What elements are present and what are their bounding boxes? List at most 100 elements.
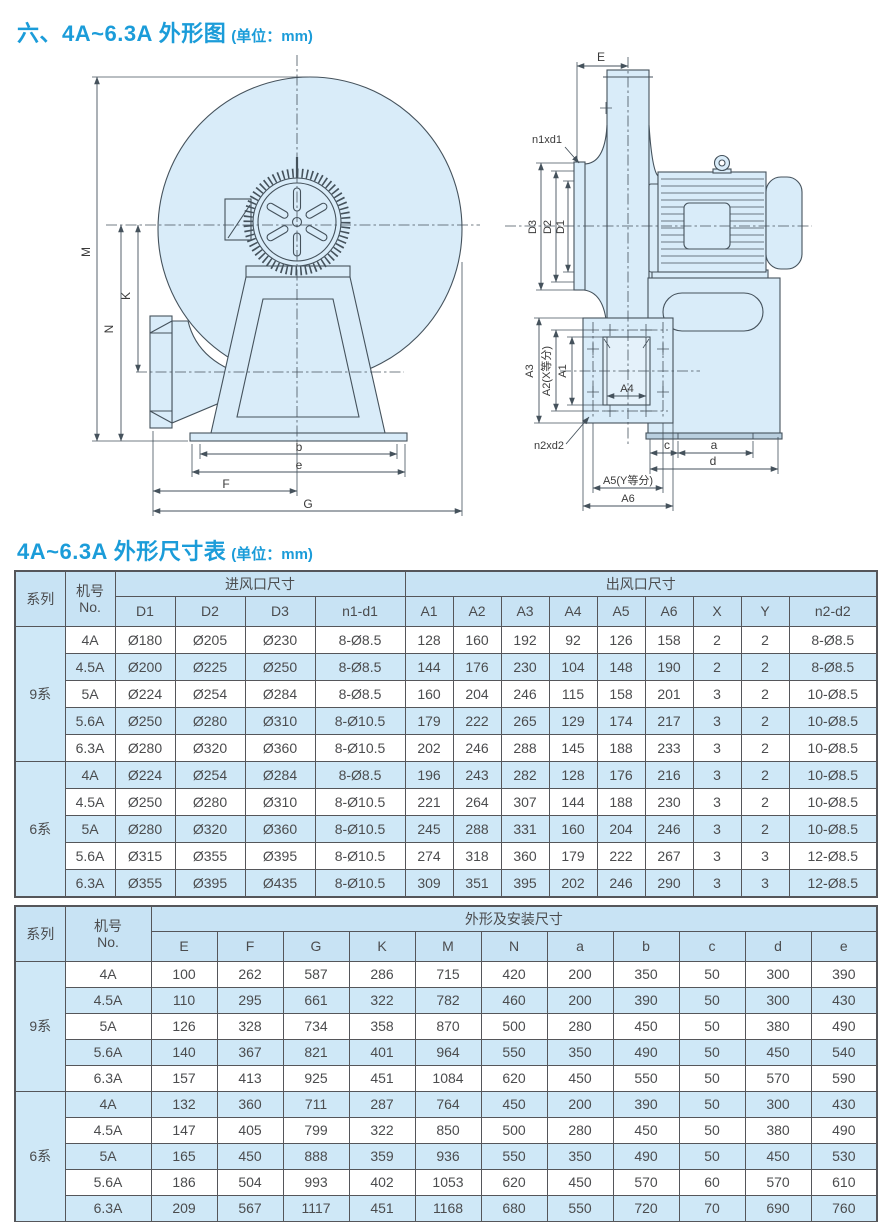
value-cell: 129 bbox=[548, 707, 598, 735]
series-label-cell: 6系 bbox=[14, 1091, 66, 1222]
value-cell: 2 bbox=[740, 734, 790, 762]
value-cell: Ø395 bbox=[174, 869, 246, 898]
value-cell: 550 bbox=[480, 1039, 548, 1066]
value-cell: 92 bbox=[548, 626, 598, 654]
value-cell: 3 bbox=[692, 788, 742, 816]
value-cell: 450 bbox=[744, 1039, 812, 1066]
value-cell: 132 bbox=[150, 1091, 218, 1118]
value-cell: 620 bbox=[480, 1169, 548, 1196]
value-cell: Ø250 bbox=[114, 707, 176, 735]
value-cell: 10-Ø8.5 bbox=[788, 815, 878, 843]
value-cell: 115 bbox=[548, 680, 598, 708]
value-cell: 204 bbox=[452, 680, 502, 708]
value-cell: 720 bbox=[612, 1195, 680, 1222]
value-cell: 100 bbox=[150, 961, 218, 988]
dim-label-d: d bbox=[710, 454, 717, 468]
value-cell: 10-Ø8.5 bbox=[788, 761, 878, 789]
value-cell: Ø310 bbox=[244, 788, 316, 816]
column-header: X bbox=[692, 596, 742, 627]
column-header: G bbox=[282, 931, 350, 962]
value-cell: 451 bbox=[348, 1065, 416, 1092]
value-cell: 490 bbox=[810, 1117, 878, 1144]
value-cell: 870 bbox=[414, 1013, 482, 1040]
value-cell: 286 bbox=[348, 961, 416, 988]
column-header: M bbox=[414, 931, 482, 962]
value-cell: 50 bbox=[678, 1091, 746, 1118]
value-cell: 1117 bbox=[282, 1195, 350, 1222]
column-header: A2 bbox=[452, 596, 502, 627]
side-dimension-lines bbox=[536, 63, 779, 509]
value-cell: 504 bbox=[216, 1169, 284, 1196]
dim-label-E: E bbox=[597, 50, 605, 64]
value-cell: 8-Ø8.5 bbox=[314, 761, 406, 789]
value-cell: 1053 bbox=[414, 1169, 482, 1196]
value-cell: Ø320 bbox=[174, 815, 246, 843]
column-header: e bbox=[810, 931, 878, 962]
value-cell: Ø254 bbox=[174, 761, 246, 789]
value-cell: 287 bbox=[348, 1091, 416, 1118]
model-cell: 4.5A bbox=[64, 1117, 152, 1144]
column-header: c bbox=[678, 931, 746, 962]
dim-label-M: M bbox=[79, 247, 93, 257]
dim-label-D2: D2 bbox=[542, 220, 554, 234]
value-cell: 230 bbox=[644, 788, 694, 816]
value-cell: 322 bbox=[348, 1117, 416, 1144]
dim-label-a: a bbox=[711, 438, 718, 452]
column-header: b bbox=[612, 931, 680, 962]
motor-mount-front bbox=[245, 265, 351, 278]
value-cell: 157 bbox=[150, 1065, 218, 1092]
value-cell: 490 bbox=[810, 1013, 878, 1040]
dim-label-A4: A4 bbox=[620, 383, 633, 395]
value-cell: 290 bbox=[644, 869, 694, 898]
value-cell: 70 bbox=[678, 1195, 746, 1222]
value-cell: 402 bbox=[348, 1169, 416, 1196]
value-cell: 351 bbox=[452, 869, 502, 898]
value-cell: 300 bbox=[744, 987, 812, 1014]
motor-side bbox=[648, 154, 803, 273]
value-cell: 60 bbox=[678, 1169, 746, 1196]
value-cell: 2 bbox=[740, 815, 790, 843]
value-cell: 145 bbox=[548, 734, 598, 762]
base-plate-side bbox=[645, 432, 783, 440]
model-cell: 4.5A bbox=[64, 653, 116, 681]
value-cell: 3 bbox=[740, 869, 790, 898]
model-cell: 5A bbox=[64, 680, 116, 708]
value-cell: 331 bbox=[500, 815, 550, 843]
value-cell: 380 bbox=[744, 1117, 812, 1144]
header-model-no-en: No. bbox=[79, 599, 101, 615]
value-cell: 390 bbox=[612, 987, 680, 1014]
series-label-cell: 6系 bbox=[14, 761, 66, 898]
value-cell: 300 bbox=[744, 1091, 812, 1118]
value-cell: 104 bbox=[548, 653, 598, 681]
value-cell: Ø320 bbox=[174, 734, 246, 762]
value-cell: 964 bbox=[414, 1039, 482, 1066]
header-series: 系列 bbox=[14, 570, 66, 627]
value-cell: 2 bbox=[740, 680, 790, 708]
model-cell: 5.6A bbox=[64, 1169, 152, 1196]
value-cell: Ø355 bbox=[114, 869, 176, 898]
value-cell: 200 bbox=[546, 987, 614, 1014]
value-cell: 10-Ø8.5 bbox=[788, 707, 878, 735]
value-cell: Ø225 bbox=[174, 653, 246, 681]
dim-label-n2xd2: n2xd2 bbox=[534, 440, 564, 452]
value-cell: 550 bbox=[612, 1065, 680, 1092]
value-cell: 328 bbox=[216, 1013, 284, 1040]
dim-label-G: G bbox=[303, 497, 312, 511]
value-cell: 144 bbox=[404, 653, 454, 681]
value-cell: 530 bbox=[810, 1143, 878, 1170]
value-cell: 8-Ø10.5 bbox=[314, 869, 406, 898]
value-cell: 222 bbox=[452, 707, 502, 735]
table-title-unit: (单位：mm) bbox=[231, 546, 313, 563]
dim-label-A1: A1 bbox=[557, 364, 569, 377]
value-cell: 2 bbox=[740, 626, 790, 654]
value-cell: 567 bbox=[216, 1195, 284, 1222]
value-cell: Ø395 bbox=[244, 842, 316, 870]
value-cell: 760 bbox=[810, 1195, 878, 1222]
